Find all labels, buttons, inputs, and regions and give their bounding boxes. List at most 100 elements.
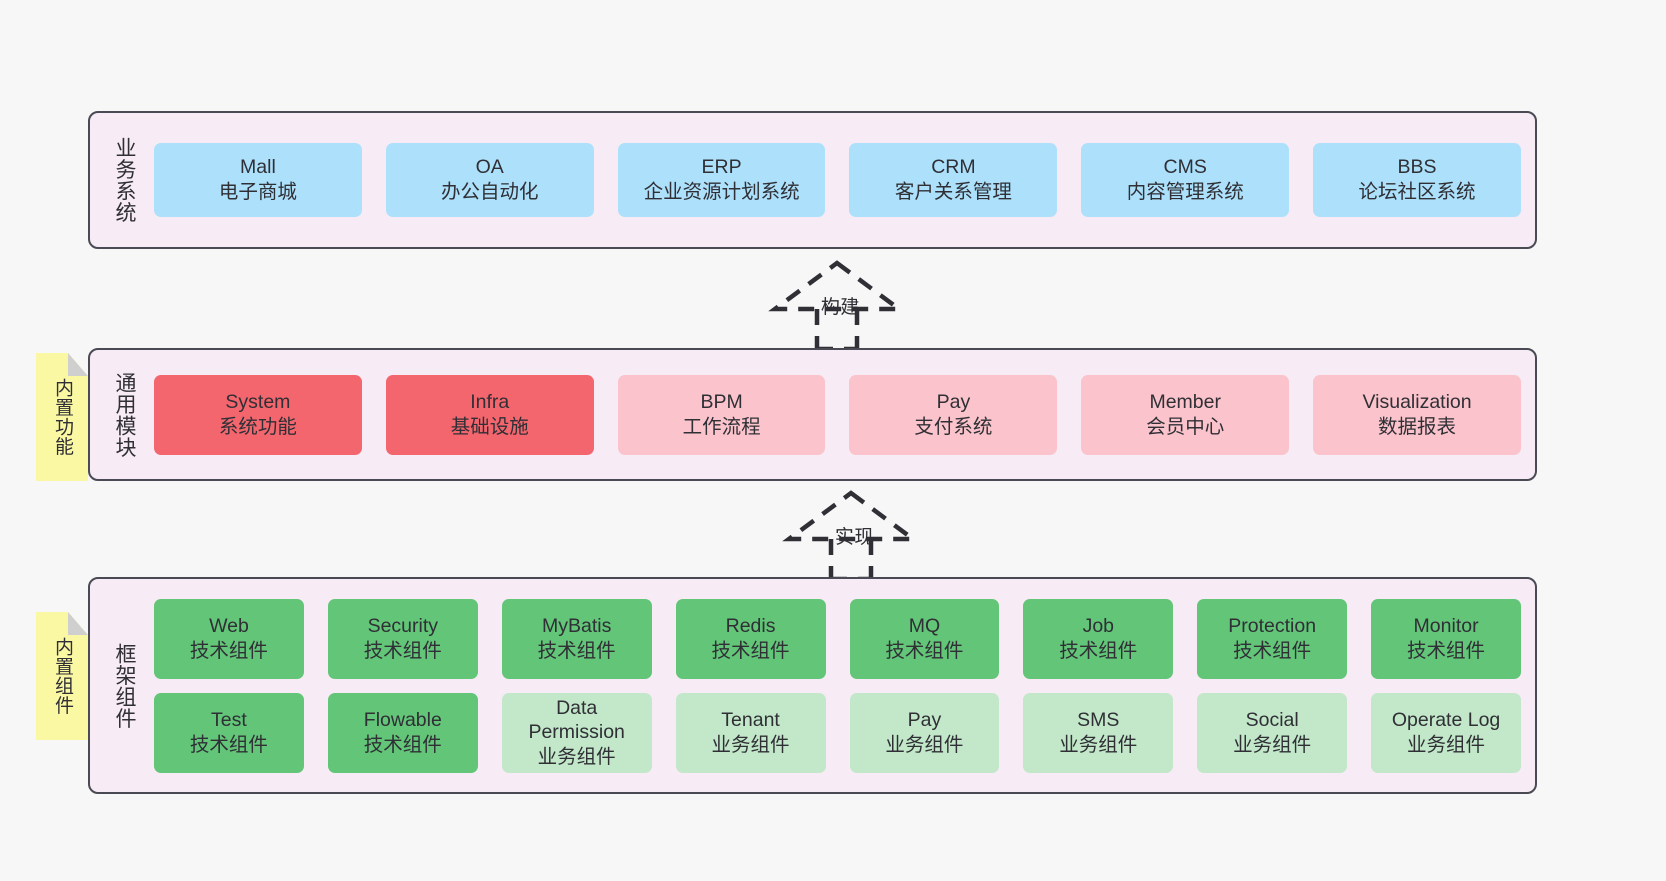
card-operate-log[interactable]: Operate Log 业务组件 [1371,692,1521,773]
card-subtitle: 电子商城 [218,181,297,203]
card-member[interactable]: Member 会员中心 [1081,374,1290,455]
card-subtitle: 会员中心 [1146,415,1225,438]
card-job[interactable]: Job 技术组件 [1023,598,1174,679]
sticky-note-builtin-components: 内置组件 [36,612,88,740]
card-monitor[interactable]: Monitor 技术组件 [1371,598,1521,679]
card-row: Web 技术组件 Security 技术组件 MyBatis 技术组件 Redi… [154,598,1521,679]
card-subtitle: 技术组件 [189,639,268,662]
card-erp[interactable]: ERP 企业资源计划系统 [617,143,826,217]
card-subtitle: 业务组件 [1233,733,1312,756]
connector-implement-arrow: 实现 [766,487,936,582]
layer-business-systems-label: 业务系统 [112,137,136,223]
card-sms[interactable]: SMS 业务组件 [1023,692,1174,773]
card-bpm[interactable]: BPM 工作流程 [617,374,826,455]
layer-framework-components: 框架组件 Web 技术组件 Security 技术组件 MyBatis 技术组件… [88,577,1537,794]
card-flowable[interactable]: Flowable 技术组件 [327,692,478,773]
card-title: Pay [907,708,942,731]
card-visualization[interactable]: Visualization 数据报表 [1313,374,1521,455]
connector-build-label: 构建 [820,297,860,318]
card-cms[interactable]: CMS 内容管理系统 [1081,143,1290,217]
card-redis[interactable]: Redis 技术组件 [675,598,826,679]
connector-implement-label: 实现 [834,527,874,548]
card-row: System 系统功能 Infra 基础设施 BPM 工作流程 Pay 支付系统… [154,374,1521,455]
card-subtitle: 系统功能 [218,415,297,438]
card-protection[interactable]: Protection 技术组件 [1197,598,1348,679]
card-title: SMS [1077,708,1120,731]
card-title: CRM [931,156,976,179]
card-title: Web [209,614,249,637]
card-pay[interactable]: Pay 支付系统 [849,374,1058,455]
card-title: BPM [700,390,743,413]
card-subtitle: 技术组件 [1233,639,1312,662]
card-title: Data Permission [528,696,625,744]
card-mall[interactable]: Mall 电子商城 [154,143,362,217]
card-system[interactable]: System 系统功能 [154,374,362,455]
layer-business-systems-cards: Mall 电子商城 OA 办公自动化 ERP 企业资源计划系统 CRM 客户关系… [150,143,1535,217]
card-oa[interactable]: OA 办公自动化 [385,143,594,217]
card-subtitle: 业务组件 [711,733,790,756]
card-social[interactable]: Social 业务组件 [1197,692,1348,773]
hollow-triangle-head [768,260,906,312]
layer-business-systems: 业务系统 Mall 电子商城 OA 办公自动化 ERP 企业资源计划系统 CRM… [88,111,1537,249]
card-title: OA [475,156,504,179]
connector-build-arrow: 构建 [752,257,922,352]
card-subtitle: 客户关系管理 [894,181,1012,203]
card-web[interactable]: Web 技术组件 [154,598,304,679]
card-pay-business[interactable]: Pay 业务组件 [849,692,1000,773]
card-bbs[interactable]: BBS 论坛社区系统 [1313,143,1521,217]
card-security[interactable]: Security 技术组件 [327,598,478,679]
card-subtitle: 办公自动化 [440,181,539,203]
card-subtitle: 业务组件 [1407,733,1486,756]
card-row: Test 技术组件 Flowable 技术组件 Data Permission … [154,692,1521,773]
card-crm[interactable]: CRM 客户关系管理 [849,143,1058,217]
sticky-note-builtin-features: 内置功能 [36,353,88,481]
sticky-note-label: 内置功能 [52,378,74,456]
card-title: MQ [908,614,941,637]
card-title: MyBatis [542,614,612,637]
card-subtitle: 技术组件 [363,733,442,756]
card-subtitle: 支付系统 [914,415,993,438]
card-row: Mall 电子商城 OA 办公自动化 ERP 企业资源计划系统 CRM 客户关系… [154,143,1521,217]
card-title: ERP [701,156,742,179]
card-title: Infra [470,390,510,413]
card-mybatis[interactable]: MyBatis 技术组件 [501,598,652,679]
card-subtitle: 内容管理系统 [1126,181,1244,203]
note-fold-corner [68,612,88,635]
card-subtitle: 技术组件 [1059,639,1138,662]
card-mq[interactable]: MQ 技术组件 [849,598,1000,679]
card-title: Mall [240,156,276,179]
card-title: Social [1245,708,1299,731]
card-title: Member [1149,390,1221,413]
card-title: Tenant [721,708,780,731]
card-subtitle: 业务组件 [1059,733,1138,756]
card-title: Flowable [363,708,442,731]
card-tenant[interactable]: Tenant 业务组件 [675,692,826,773]
card-data-permission[interactable]: Data Permission 业务组件 [501,692,652,773]
layer-framework-components-cards: Web 技术组件 Security 技术组件 MyBatis 技术组件 Redi… [150,598,1535,773]
card-subtitle: 技术组件 [711,639,790,662]
card-title: BBS [1397,156,1437,179]
card-title: Test [211,708,247,731]
card-title: CMS [1163,156,1207,179]
card-title: Protection [1228,614,1317,637]
card-test[interactable]: Test 技术组件 [154,692,304,773]
card-infra[interactable]: Infra 基础设施 [385,374,594,455]
card-subtitle: 技术组件 [1407,639,1486,662]
card-title: Monitor [1413,614,1479,637]
card-subtitle: 数据报表 [1378,415,1457,438]
card-subtitle: 技术组件 [537,639,616,662]
card-subtitle: 业务组件 [537,745,616,768]
card-subtitle: 技术组件 [189,733,268,756]
card-subtitle: 工作流程 [682,415,761,438]
card-title: Visualization [1362,390,1472,413]
card-title: System [225,390,291,413]
card-title: Operate Log [1391,708,1501,731]
card-title: Redis [725,614,776,637]
layer-common-modules: 通用模块 System 系统功能 Infra 基础设施 BPM 工作流程 Pay… [88,348,1537,481]
card-title: Job [1082,614,1115,637]
layer-common-modules-cards: System 系统功能 Infra 基础设施 BPM 工作流程 Pay 支付系统… [150,374,1535,455]
card-title: Pay [936,390,971,413]
note-fold-corner [68,353,88,376]
card-title: Security [367,614,439,637]
